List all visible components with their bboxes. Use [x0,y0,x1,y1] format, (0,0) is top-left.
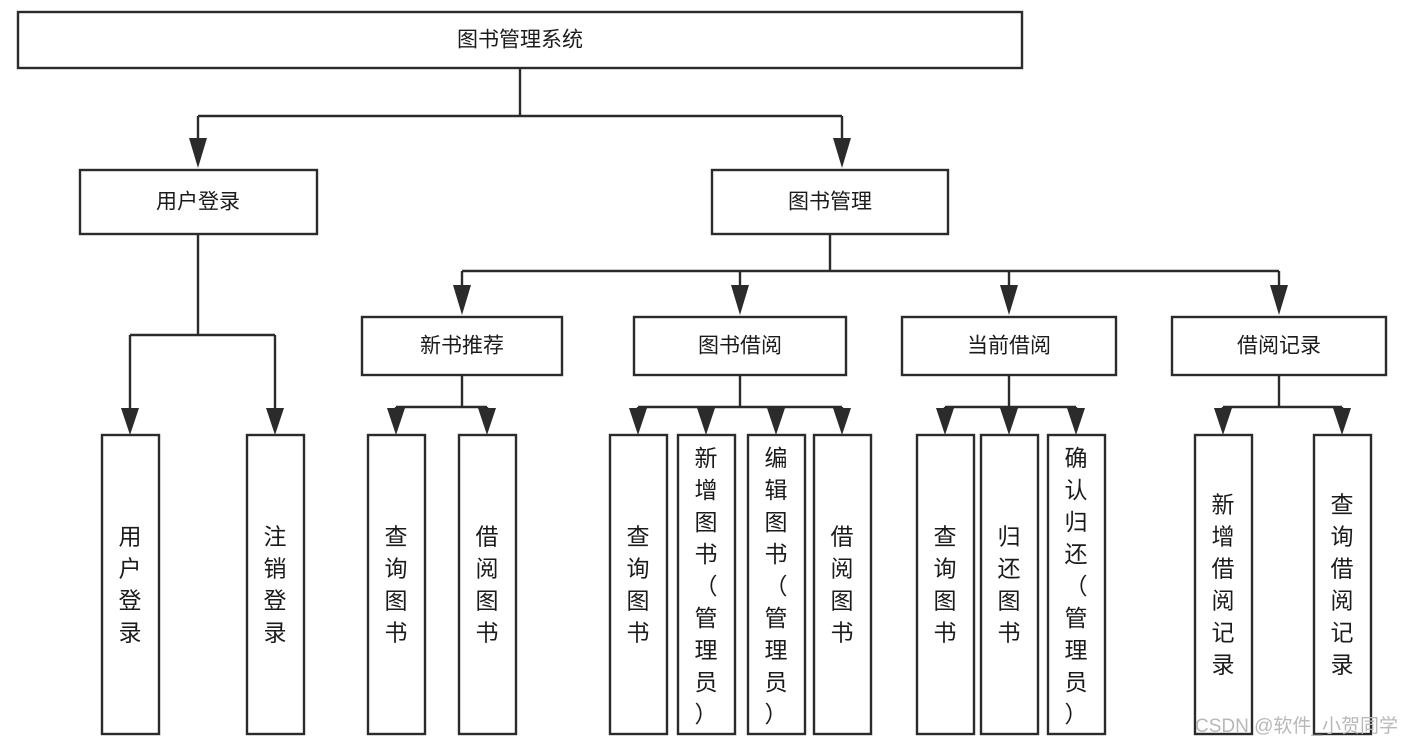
arrow-to-cb-confirm-return [1067,408,1085,435]
leaf-box-br-query-record [1312,433,1373,736]
leaf-box-cb-query-book [915,433,976,736]
leaf-box-cb-return-book [979,433,1040,736]
node-box-root [16,10,1024,70]
leaf-cb-confirm-return[interactable]: 确认归还（管理员） [1046,433,1107,736]
leaf-label-logout: 注销登录 [264,524,287,646]
leaf-box-logout [245,433,306,736]
leaf-label-cb-query-book: 查询图书 [934,524,957,646]
leaf-box-user-login [100,433,161,736]
leaf-label-br-query-record: 查询借阅记录 [1331,492,1354,678]
leaf-bb-edit-book[interactable]: 编辑图书（管理员） [746,433,807,736]
node-box-current-borrow [900,315,1118,377]
leaf-bb-query-book[interactable]: 查询图书 [608,433,669,736]
node-box-book-management [710,168,950,236]
leaf-bb-borrow-book[interactable]: 借阅图书 [812,433,873,736]
arrow-to-bb-query-book [629,408,647,435]
arrow-to-br-query-record [1333,408,1351,435]
node-label-current-borrow: 当前借阅 [967,335,1051,358]
leaf-br-query-record[interactable]: 查询借阅记录 [1312,433,1373,736]
leaf-label-nb-query-book: 查询图书 [385,524,408,646]
leaf-box-bb-borrow-book [812,433,873,736]
leaf-box-br-add-record [1193,433,1254,736]
leaf-label-user-login: 用户登录 [119,524,142,646]
leaf-box-nb-query-book [366,433,427,736]
arrow-to-cb-query-book [936,408,954,435]
arrow-to-bb-add-book [697,408,715,435]
leaf-label-bb-query-book: 查询图书 [627,524,650,646]
leaf-box-nb-borrow-book [457,433,518,736]
node-label-new-book-recommend: 新书推荐 [420,335,504,358]
leaf-label-bb-borrow-book: 借阅图书 [831,524,854,646]
leaf-box-bb-edit-book [746,433,807,736]
node-label-book-borrow: 图书借阅 [698,335,782,358]
arrow-to-book-manage [833,138,851,168]
leaf-label-nb-borrow-book: 借阅图书 [476,524,499,646]
connector-layer [121,68,1351,435]
node-label-book-management: 图书管理 [788,191,872,214]
arrow-to-nb-query-book [387,408,405,435]
leaf-br-add-record[interactable]: 新增借阅记录 [1193,433,1254,736]
leaf-cb-return-book[interactable]: 归还图书 [979,433,1040,736]
leaf-label-bb-add-book: 新增图书（管理员） [695,445,718,727]
arrow-to-book-borrow [731,285,749,315]
csdn-watermark: CSDN @软件_小贺同学 [1195,715,1398,737]
node-label-borrow-record: 借阅记录 [1237,335,1321,358]
leaf-label-cb-confirm-return: 确认归还（管理员） [1065,445,1088,727]
arrow-to-cb-return-book [1000,408,1018,435]
arrow-to-current-borrow [1000,285,1018,315]
arrow-to-user-login [189,138,207,168]
leaf-box-cb-confirm-return [1046,433,1107,736]
leaf-nb-query-book[interactable]: 查询图书 [366,433,427,736]
leaf-label-cb-return-book: 归还图书 [998,524,1021,646]
node-book-borrow[interactable]: 图书借阅 [632,315,848,377]
arrow-to-leaf-logout [266,408,284,435]
node-box-new-book-recommend [360,315,564,377]
node-label-root: 图书管理系统 [457,29,583,52]
node-label-user-login: 用户登录 [156,191,240,214]
leaf-cb-query-book[interactable]: 查询图书 [915,433,976,736]
node-box-borrow-record [1170,315,1388,377]
leaf-box-bb-add-book [676,433,737,736]
node-user-login[interactable]: 用户登录 [78,168,319,236]
leaf-user-login[interactable]: 用户登录 [100,433,161,736]
node-current-borrow[interactable]: 当前借阅 [900,315,1118,377]
arrow-to-bb-borrow-book [833,408,851,435]
leaf-label-bb-edit-book: 编辑图书（管理员） [765,445,788,727]
arrow-to-borrow-record [1270,285,1288,315]
leaf-logout[interactable]: 注销登录 [245,433,306,736]
arrow-to-bb-edit-book [767,408,785,435]
node-root-book-management-system[interactable]: 图书管理系统 [16,10,1024,70]
leaf-bb-add-book[interactable]: 新增图书（管理员） [676,433,737,736]
arrow-to-br-add-record [1214,408,1232,435]
node-box-book-borrow [632,315,848,377]
arrow-to-leaf-user-login [121,408,139,435]
node-book-management[interactable]: 图书管理 [710,168,950,236]
node-new-book-recommend[interactable]: 新书推荐 [360,315,564,377]
leaf-nb-borrow-book[interactable]: 借阅图书 [457,433,518,736]
leaf-label-br-add-record: 新增借阅记录 [1212,492,1235,678]
leaf-box-bb-query-book [608,433,669,736]
node-borrow-record[interactable]: 借阅记录 [1170,315,1388,377]
arrow-to-new-book [453,285,471,315]
node-box-user-login [78,168,319,236]
arrow-to-nb-borrow-book [478,408,496,435]
